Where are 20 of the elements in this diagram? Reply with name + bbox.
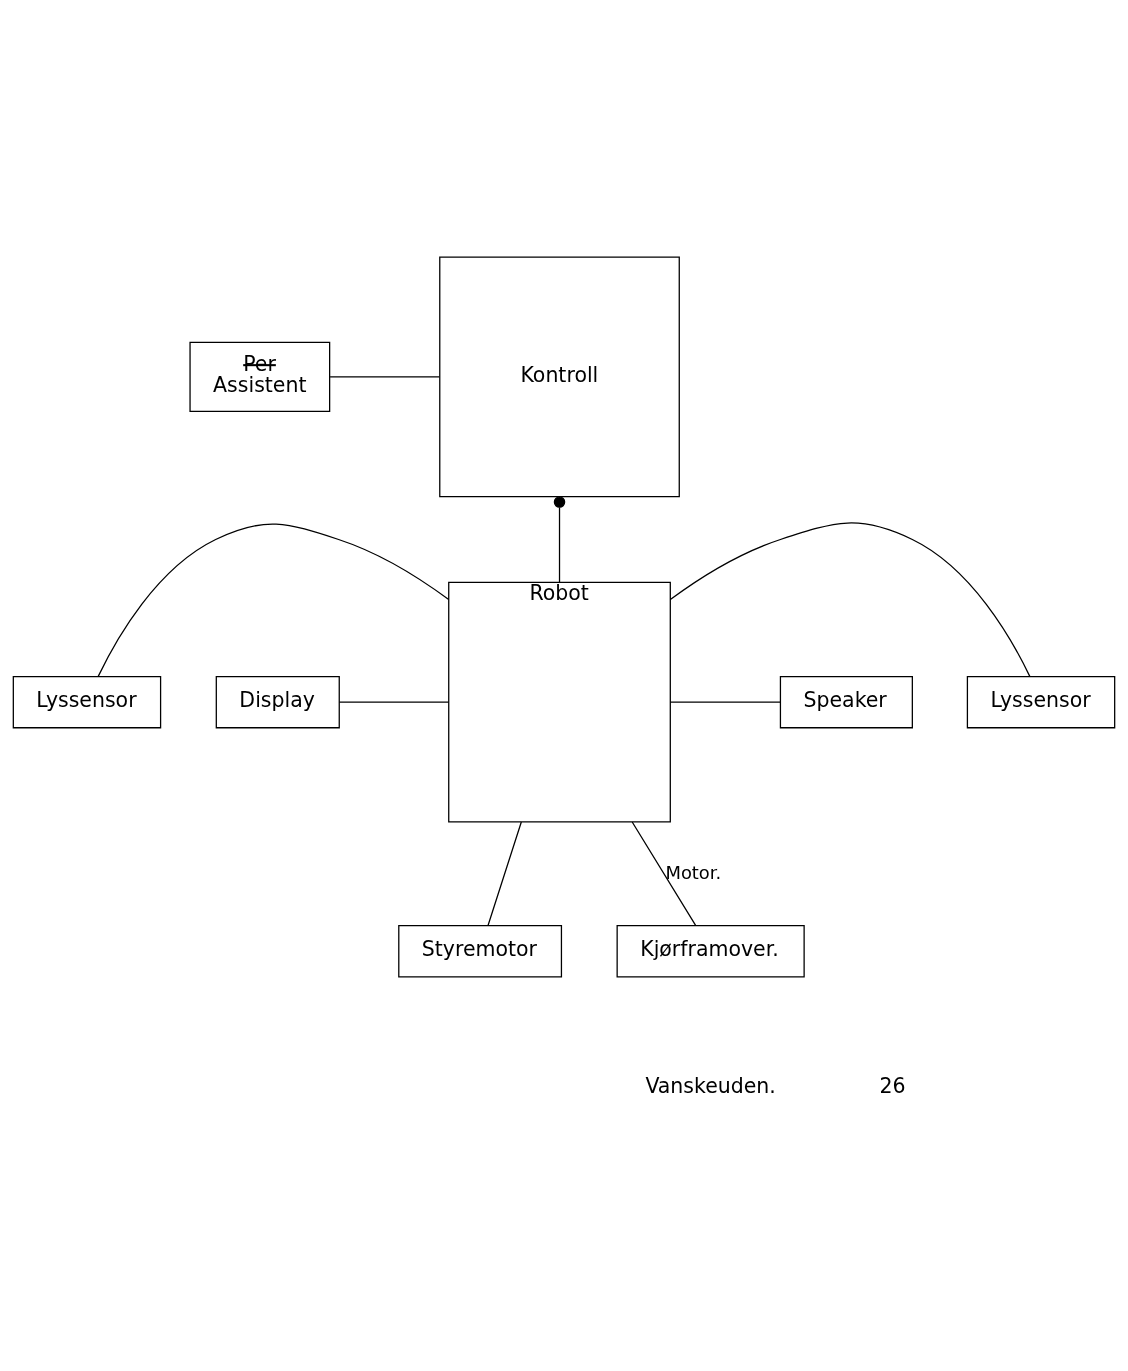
connector xyxy=(553,496,566,583)
node-box: Per Assistent xyxy=(189,341,331,413)
node-box: Styremotor xyxy=(398,925,563,978)
label: 26 xyxy=(879,1074,906,1099)
node-box: Kjørframover. xyxy=(616,925,805,978)
node-box: Lyssensor xyxy=(12,675,162,729)
node-box: Lyssensor xyxy=(966,675,1116,729)
connector xyxy=(487,821,522,926)
connector xyxy=(669,701,782,703)
connector xyxy=(669,522,1031,678)
connector xyxy=(329,376,441,378)
node-box: Robot xyxy=(448,581,671,823)
label: Vanskeuden. xyxy=(645,1074,776,1099)
connector xyxy=(97,523,450,678)
node-box: Speaker xyxy=(779,675,913,729)
node-box: Kontroll xyxy=(439,256,680,498)
edge-label: Motor. xyxy=(665,861,722,883)
connector xyxy=(338,701,450,703)
node-box: Display xyxy=(215,675,340,729)
connector xyxy=(631,821,697,926)
